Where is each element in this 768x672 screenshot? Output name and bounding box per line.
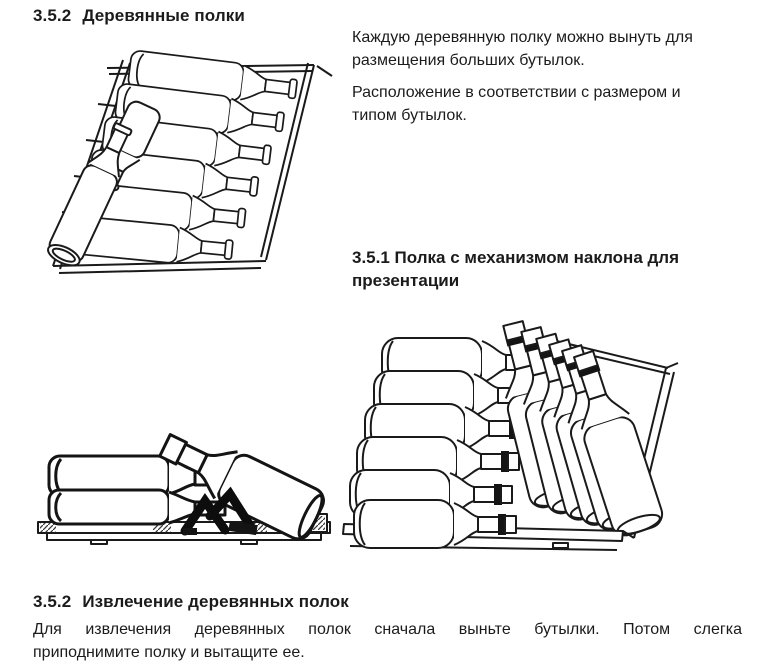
paragraph-arrangement: Расположение в соответствии с размером и…	[352, 84, 681, 124]
removal-text-line-2: приподнимите полку и вытащите ее.	[33, 644, 305, 661]
section-heading-tilt-shelf: 3.5.1 Полка с механизмом наклона для пре…	[352, 248, 680, 290]
removal-instructions: Для извлечения деревянных полок сначала …	[33, 618, 742, 664]
section-heading-wooden-shelves: 3.5.2 Деревянные полки	[33, 5, 245, 26]
removal-text-line-1: Для извлечения деревянных полок сначала …	[33, 621, 742, 638]
section-heading-removal: 3.5.2 Извлечение деревянных полок	[33, 591, 349, 612]
paragraph-remove-shelf: Каждую деревянную полку можно вынуть для…	[352, 29, 693, 69]
figure-presentation-shelf	[342, 316, 679, 551]
section-number: 3.5.2	[33, 6, 72, 25]
section-title: Извлечение деревянных полок	[82, 592, 349, 611]
intro-text-block: Каждую деревянную полку можно вынуть для…	[352, 26, 768, 127]
figure-wooden-shelf-isometric	[47, 49, 333, 274]
figure-tilt-shelf-side-view	[37, 433, 331, 545]
section-title: Деревянные полки	[82, 6, 245, 25]
section-number: 3.5.2	[33, 592, 72, 611]
